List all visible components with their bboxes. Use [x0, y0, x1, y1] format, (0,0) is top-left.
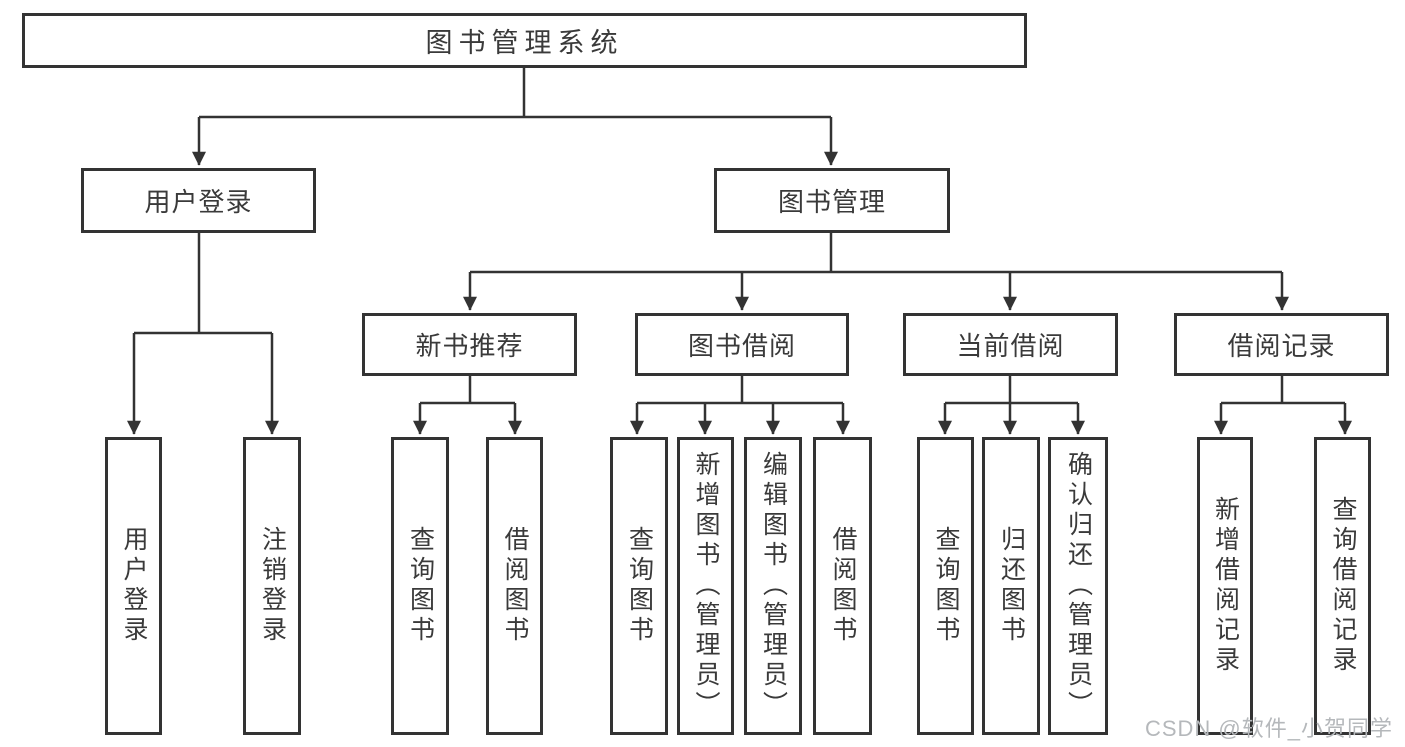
leaf-confirm-return-admin: 确认归还（管理员）	[1048, 437, 1108, 735]
node-library-system: 图书管理系统	[22, 13, 1027, 68]
node-borrowing-records: 借阅记录	[1174, 313, 1389, 376]
csdn-watermark: CSDN @软件_小贺同学	[1144, 716, 1393, 741]
leaf-add-borrow-record: 新增借阅记录	[1197, 437, 1253, 735]
leaf-user-login: 用户登录	[105, 437, 162, 735]
leaf-query-books-1: 查询图书	[391, 437, 449, 735]
leaf-logout: 注销登录	[243, 437, 301, 735]
node-book-borrowing: 图书借阅	[635, 313, 849, 376]
leaf-query-books-2: 查询图书	[610, 437, 668, 735]
leaf-edit-book-admin: 编辑图书（管理员）	[744, 437, 802, 735]
node-current-borrowing: 当前借阅	[903, 313, 1118, 376]
node-user-login: 用户登录	[81, 168, 316, 233]
leaf-add-book-admin: 新增图书（管理员）	[677, 437, 734, 735]
leaf-borrow-books-2: 借阅图书	[813, 437, 872, 735]
node-new-book-recommendation: 新书推荐	[362, 313, 577, 376]
leaf-query-books-3: 查询图书	[917, 437, 974, 735]
node-book-management: 图书管理	[714, 168, 950, 233]
leaf-borrow-books-1: 借阅图书	[486, 437, 543, 735]
leaf-return-book: 归还图书	[982, 437, 1040, 735]
leaf-query-borrow-record: 查询借阅记录	[1314, 437, 1371, 735]
